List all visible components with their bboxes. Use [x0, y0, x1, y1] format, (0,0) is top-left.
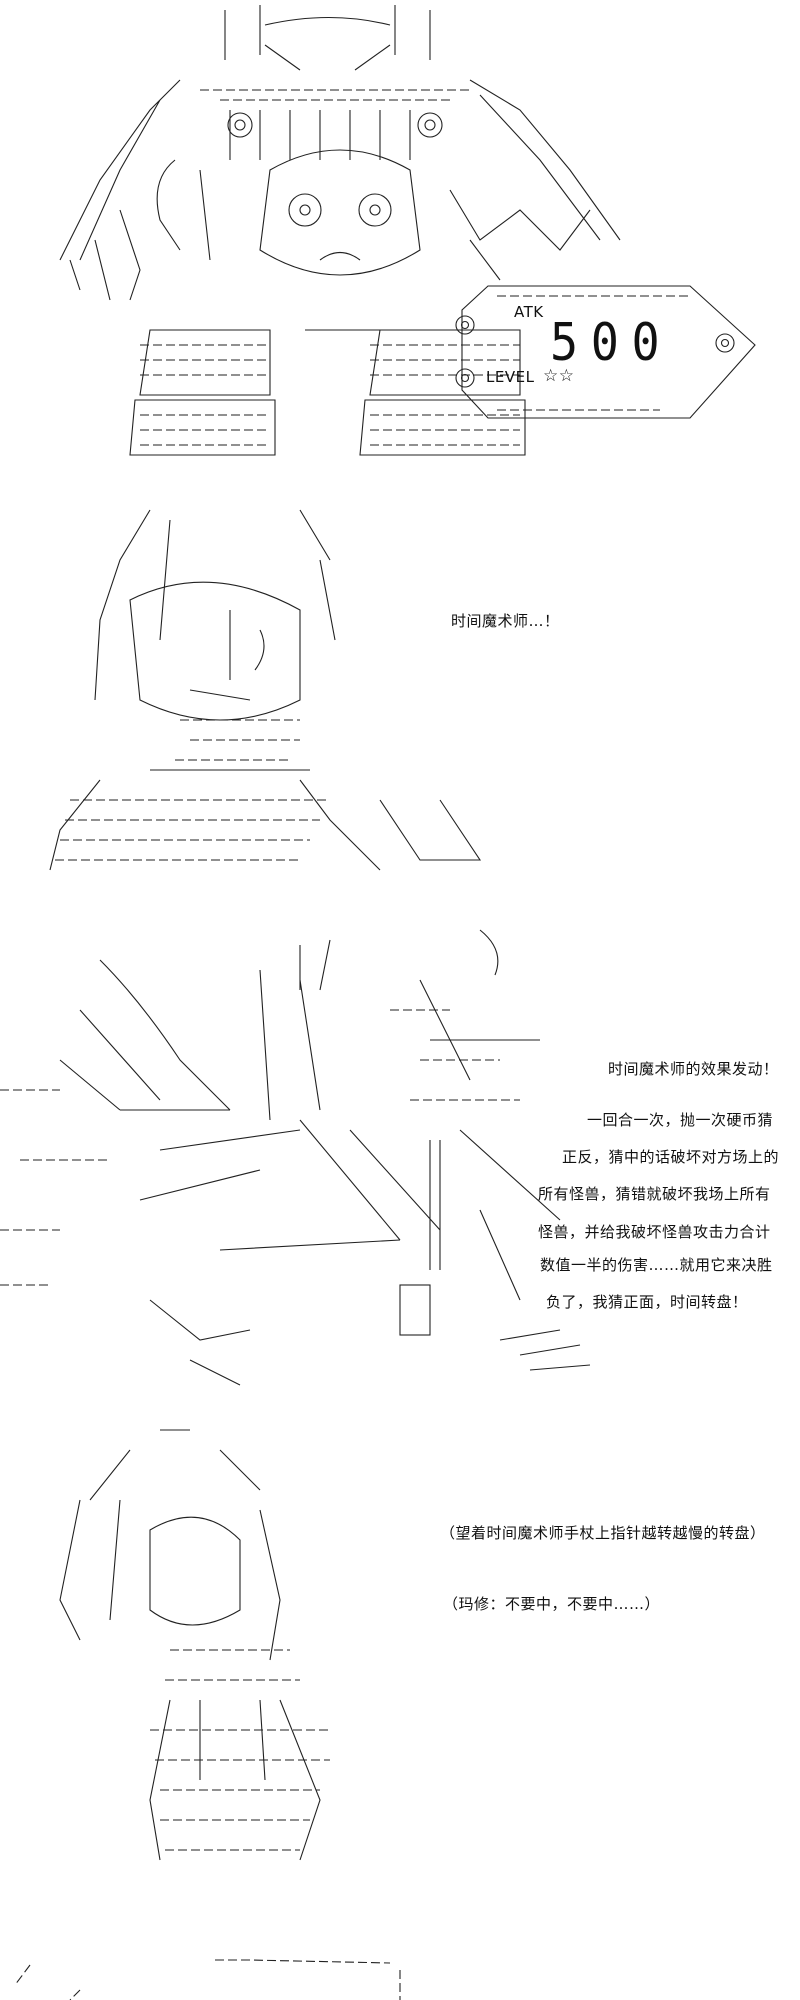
effect-line-2: 一回合一次，抛一次硬币猜 [587, 1111, 774, 1129]
effect-line-7: 负了，我猜正面，时间转盘！ [546, 1293, 748, 1311]
time-wizard-casting-illustration [0, 929, 591, 1386]
atk-value: 500 [550, 313, 673, 373]
level-label: LEVEL [486, 368, 535, 386]
panel2-speech: 时间魔术师…！ [451, 612, 560, 630]
effect-line-1: 时间魔术师的效果发动！ [608, 1060, 779, 1078]
narration-text: （望着时间魔术师手杖上指针越转越慢的转盘） [440, 1524, 766, 1542]
atk-label: ATK [514, 303, 544, 321]
effect-line-5: 怪兽，并给我破坏怪兽攻击力合计 [538, 1223, 771, 1241]
mashu-thought: （玛修：不要中，不要中……） [443, 1595, 661, 1613]
effect-line-6: 数值一半的伤害……就用它来决胜 [540, 1256, 773, 1274]
level-stars: ☆☆ [543, 366, 575, 386]
effect-line-4: 所有怪兽，猜错就破坏我场上所有 [538, 1185, 771, 1203]
time-wizard-robot-illustration [59, 5, 756, 456]
character-illustration-1 [49, 509, 482, 871]
effect-line-3: 正反，猜中的话破坏对方场上的 [562, 1148, 780, 1166]
